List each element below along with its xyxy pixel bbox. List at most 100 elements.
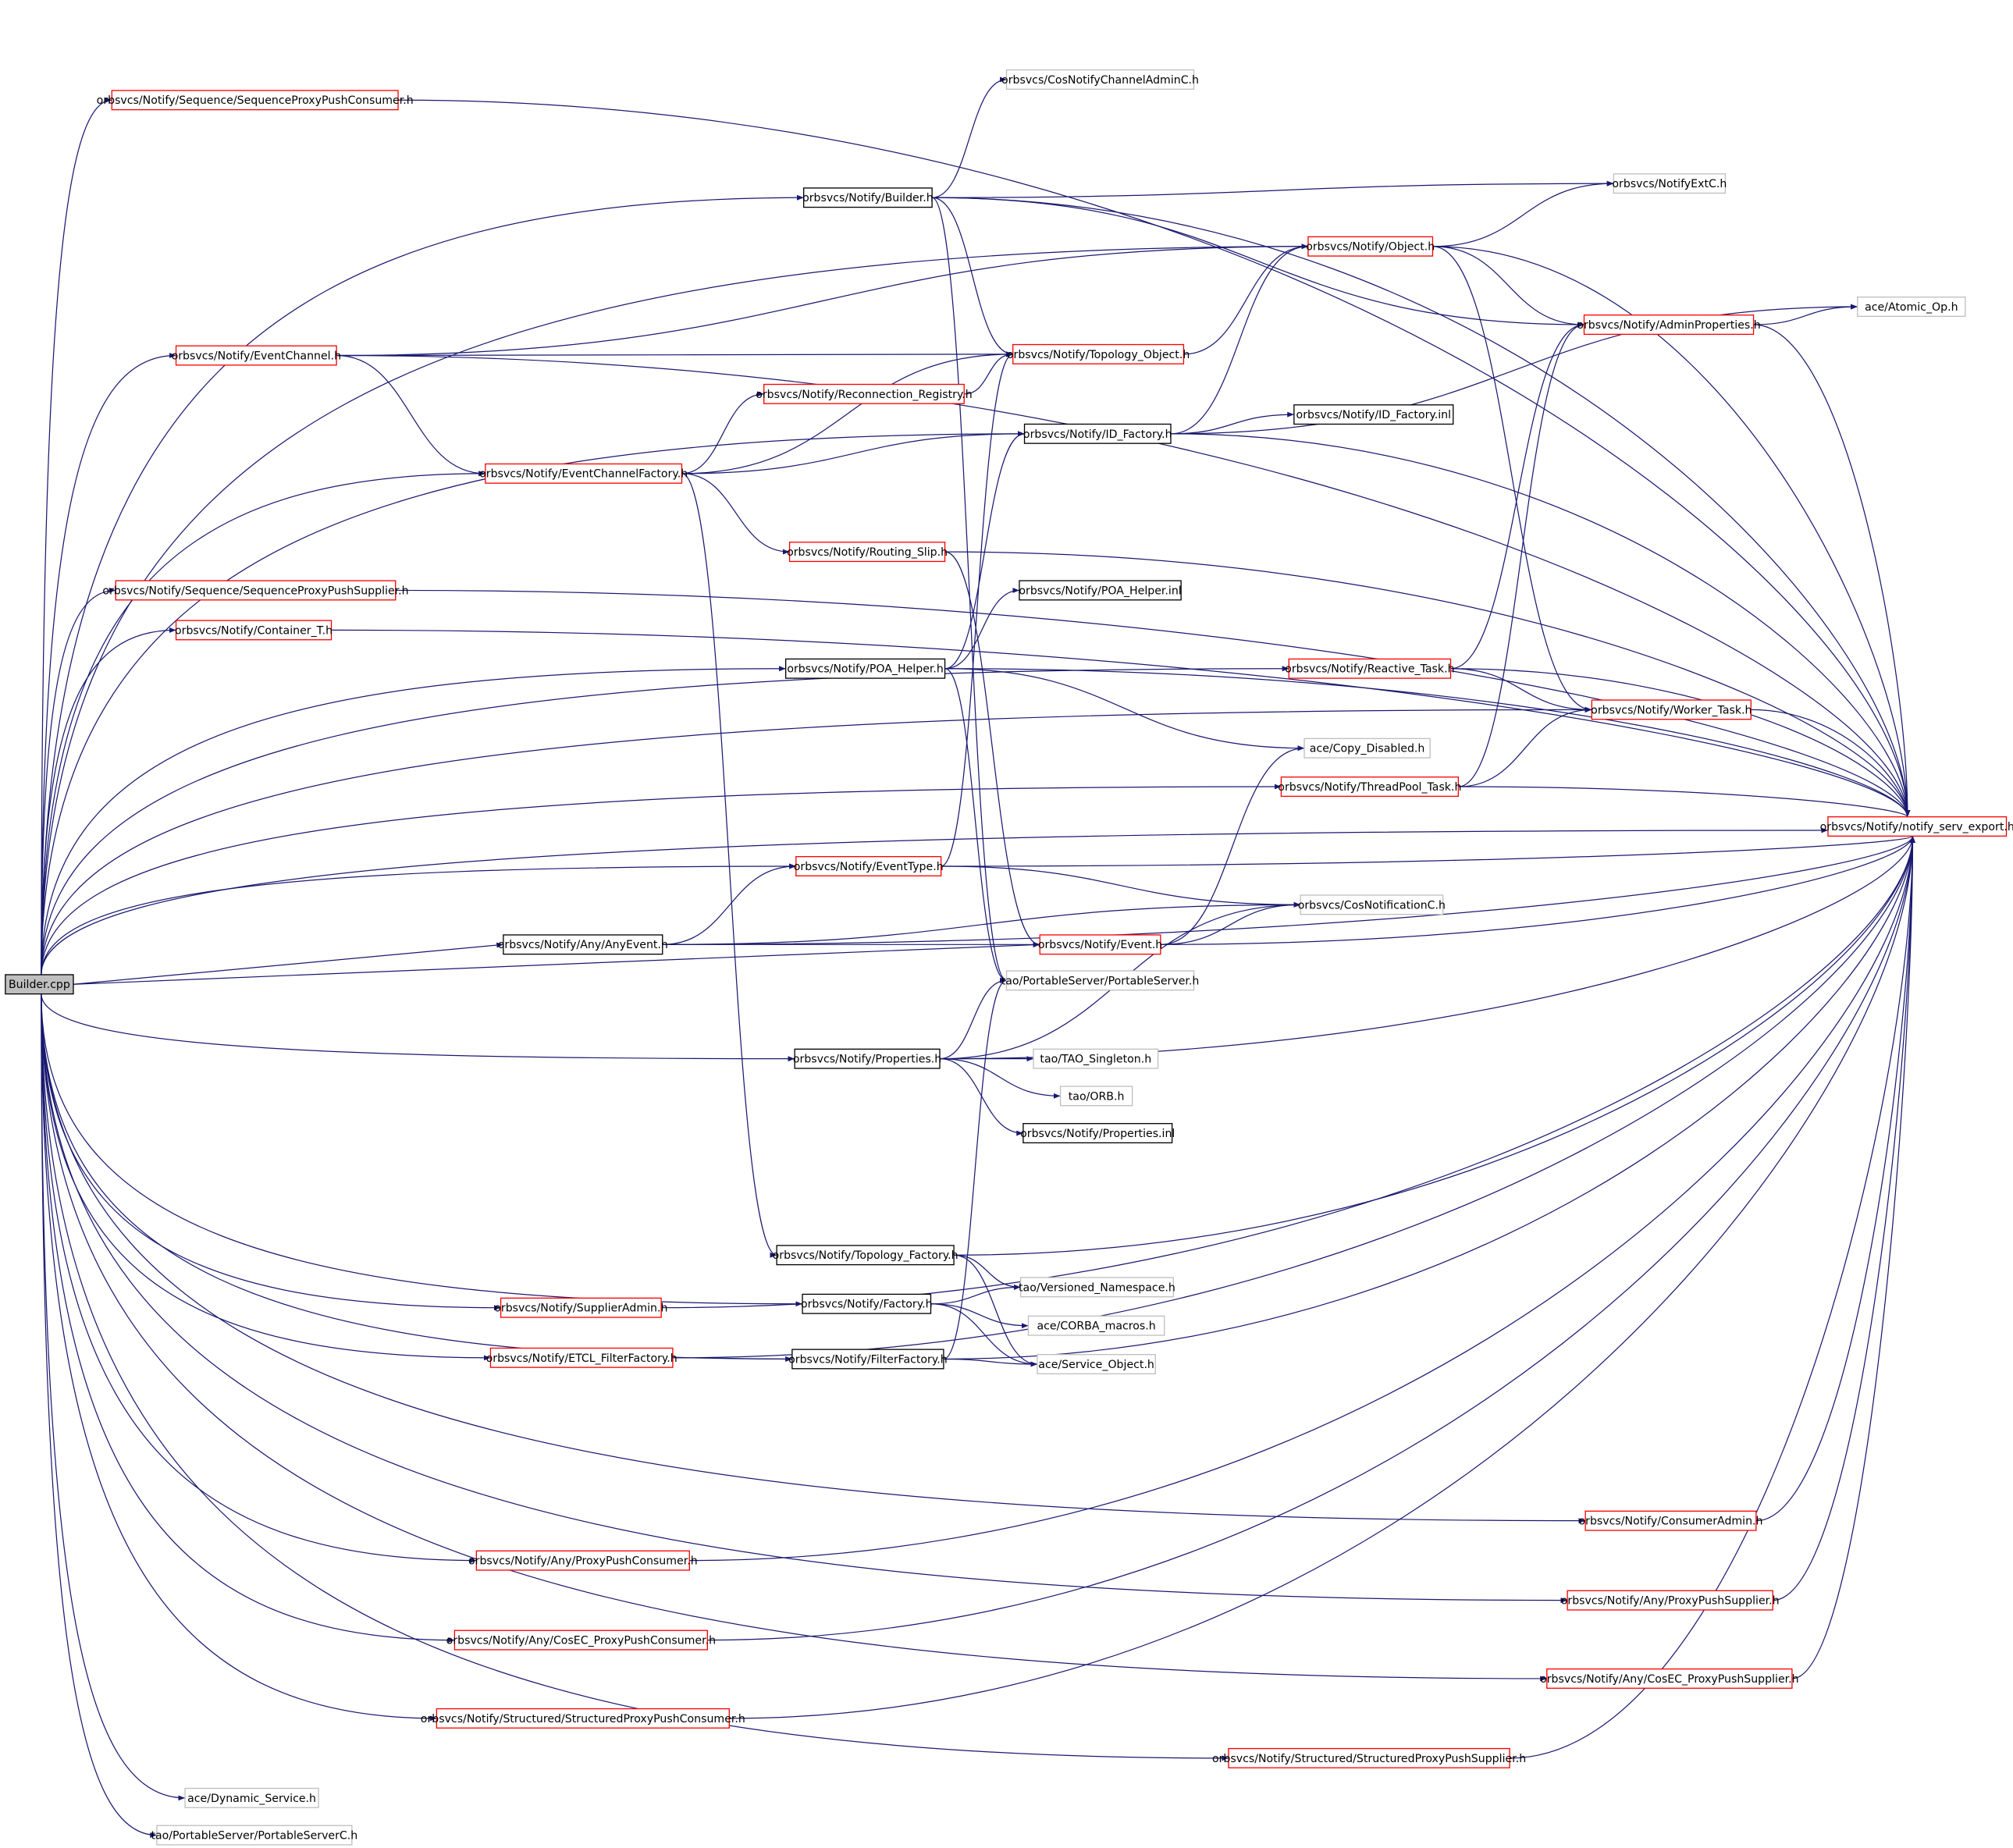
edge-anyevent-to-export xyxy=(662,836,1915,945)
node-seqpps[interactable]: orbsvcs/Notify/Sequence/SequenceProxyPus… xyxy=(102,580,409,601)
node-notifyext[interactable]: orbsvcs/NotifyExtC.h xyxy=(1612,173,1727,194)
node-corbamacros[interactable]: ace/CORBA_macros.h xyxy=(1027,1315,1165,1336)
node-dynservice[interactable]: ace/Dynamic_Service.h xyxy=(184,1787,319,1808)
edge-adminprops-to-export xyxy=(1753,324,1911,817)
node-properties[interactable]: orbsvcs/Notify/Properties.h xyxy=(793,1048,941,1069)
edge-eventchannel-to-topoobj xyxy=(336,351,1013,357)
node-anypps[interactable]: orbsvcs/Notify/Any/ProxyPushSupplier.h xyxy=(1561,1590,1780,1611)
node-box xyxy=(184,1787,319,1808)
edge-poahelper-to-portserver xyxy=(944,668,1007,983)
node-label: orbsvcs/Notify/Any/CosEC_ProxyPushSuppli… xyxy=(1540,1673,1799,1686)
node-atomic[interactable]: ace/Atomic_Op.h xyxy=(1857,297,1966,318)
node-label: orbsvcs/Notify/ConsumerAdmin.h xyxy=(1578,1516,1762,1528)
node-seqppc[interactable]: orbsvcs/Notify/Sequence/SequenceProxyPus… xyxy=(97,90,414,111)
node-copydis[interactable]: ace/Copy_Disabled.h xyxy=(1303,737,1431,759)
node-cnca[interactable]: orbsvcs/CosNotifyChannelAdminC.h xyxy=(1001,69,1199,90)
edge-object-to-notifyext xyxy=(1432,180,1614,247)
node-conadmin[interactable]: orbsvcs/Notify/ConsumerAdmin.h xyxy=(1578,1510,1763,1531)
node-label: orbsvcs/Notify/Structured/StructuredProx… xyxy=(1212,1753,1526,1765)
edge-root-to-reactive xyxy=(41,666,1289,975)
node-poainl[interactable]: orbsvcs/Notify/POA_Helper.inl xyxy=(1019,580,1182,601)
node-threadpool[interactable]: orbsvcs/Notify/ThreadPool_Task.h xyxy=(1278,777,1461,798)
node-cosnotif[interactable]: orbsvcs/CosNotificationC.h xyxy=(1298,894,1446,915)
node-label: ace/Service_Object.h xyxy=(1038,1359,1154,1371)
node-label: orbsvcs/Notify/Object.h xyxy=(1306,241,1435,254)
edge-root-to-export xyxy=(41,827,1828,975)
node-topofactory[interactable]: orbsvcs/Notify/Topology_Factory.h xyxy=(773,1245,958,1266)
node-strppc[interactable]: orbsvcs/Notify/Structured/StructuredProx… xyxy=(421,1708,745,1729)
node-object[interactable]: orbsvcs/Notify/Object.h xyxy=(1306,236,1435,257)
node-adminprops[interactable]: orbsvcs/Notify/AdminProperties.h xyxy=(1577,315,1761,336)
node-strpps[interactable]: orbsvcs/Notify/Structured/StructuredProx… xyxy=(1212,1747,1526,1768)
node-box xyxy=(1288,658,1452,679)
node-box xyxy=(784,658,946,679)
node-box xyxy=(1300,894,1444,915)
node-routing[interactable]: orbsvcs/Notify/Routing_Slip.h xyxy=(787,542,948,563)
node-anyppc[interactable]: orbsvcs/Notify/Any/ProxyPushConsumer.h xyxy=(468,1550,698,1571)
node-topoobj[interactable]: orbsvcs/Notify/Topology_Object.h xyxy=(1007,343,1190,364)
node-supadmin[interactable]: orbsvcs/Notify/SupplierAdmin.h xyxy=(494,1297,667,1318)
node-export[interactable]: orbsvcs/Notify/notify_serv_export.h xyxy=(1820,816,2013,837)
node-box xyxy=(795,856,942,876)
edge-builderh-to-export xyxy=(932,197,1911,817)
node-worker[interactable]: orbsvcs/Notify/Worker_Task.h xyxy=(1591,699,1752,720)
edge-reactive-to-export xyxy=(1450,668,1911,817)
node-cosecppc[interactable]: orbsvcs/Notify/Any/CosEC_ProxyPushConsum… xyxy=(446,1629,716,1651)
node-box xyxy=(1303,737,1431,759)
node-box xyxy=(1019,580,1182,601)
node-reactive[interactable]: orbsvcs/Notify/Reactive_Task.h xyxy=(1285,658,1455,679)
node-label: orbsvcs/CosNotifyChannelAdminC.h xyxy=(1001,74,1199,87)
node-factory[interactable]: orbsvcs/Notify/Factory.h xyxy=(801,1293,933,1314)
edge-root-to-etcl xyxy=(41,993,491,1361)
node-box xyxy=(1591,699,1752,720)
edge-strpps-to-export xyxy=(1510,836,1915,1759)
edge-root-to-poahelper xyxy=(41,666,786,975)
edge-root-to-event xyxy=(73,942,1040,985)
node-event[interactable]: orbsvcs/Notify/Event.h xyxy=(1038,934,1162,955)
edge-adminprops-to-atomic xyxy=(1753,304,1858,325)
node-label: orbsvcs/Notify/SupplierAdmin.h xyxy=(494,1302,667,1315)
node-filterfactory[interactable]: orbsvcs/Notify/FilterFactory.h xyxy=(788,1349,948,1370)
edge-supadmin-to-export xyxy=(661,836,1915,1309)
node-box xyxy=(1857,297,1966,318)
node-label: orbsvcs/Notify/Any/ProxyPushConsumer.h xyxy=(468,1555,698,1568)
node-box xyxy=(1005,69,1195,90)
node-serviceobj[interactable]: ace/Service_Object.h xyxy=(1037,1354,1156,1375)
edge-ecfactory-to-reconn xyxy=(681,391,764,474)
node-etcl[interactable]: orbsvcs/Notify/ETCL_FilterFactory.h xyxy=(486,1347,678,1368)
node-eventtype[interactable]: orbsvcs/Notify/EventType.h xyxy=(794,856,944,876)
node-label: orbsvcs/Notify/Topology_Object.h xyxy=(1007,349,1190,361)
node-psc[interactable]: tao/PortableServer/PortableServerC.h xyxy=(151,1825,357,1846)
edge-etcl-to-export xyxy=(672,836,1915,1359)
node-container[interactable]: orbsvcs/Notify/Container_T.h xyxy=(175,620,333,641)
node-singleton[interactable]: tao/TAO_Singleton.h xyxy=(1033,1048,1159,1069)
edge-idfactory-to-idfactoryinl xyxy=(1170,411,1294,435)
node-cosecpps[interactable]: orbsvcs/Notify/Any/CosEC_ProxyPushSuppli… xyxy=(1540,1668,1799,1689)
edge-ecfactory-to-idfactory xyxy=(681,431,1025,474)
node-versioned[interactable]: tao/Versioned_Namespace.h xyxy=(1019,1277,1175,1298)
node-idfactory[interactable]: orbsvcs/Notify/ID_Factory.h xyxy=(1023,423,1172,444)
node-builderh[interactable]: orbsvcs/Notify/Builder.h xyxy=(802,187,934,208)
edge-eventchannel-to-ecfactory xyxy=(336,354,485,477)
node-propinl[interactable]: orbsvcs/Notify/Properties.inl xyxy=(1020,1123,1175,1144)
node-anyevent[interactable]: orbsvcs/Notify/Any/AnyEvent.h xyxy=(498,934,668,955)
edge-root-to-seqppc xyxy=(41,97,112,975)
node-label: Builder.cpp xyxy=(9,979,70,991)
node-idfactoryinl[interactable]: orbsvcs/Notify/ID_Factory.inl xyxy=(1293,404,1454,425)
node-label: orbsvcs/Notify/notify_serv_export.h xyxy=(1820,821,2013,833)
node-ecfactory[interactable]: orbsvcs/Notify/EventChannelFactory.h xyxy=(479,463,688,484)
edge-object-to-adminprops xyxy=(1432,246,1584,328)
node-label: orbsvcs/Notify/Topology_Factory.h xyxy=(773,1249,958,1262)
node-orb[interactable]: tao/ORB.h xyxy=(1059,1086,1133,1107)
node-eventchannel[interactable]: orbsvcs/Notify/EventChannel.h xyxy=(172,345,341,366)
node-portserver[interactable]: tao/PortableServer/PortableServer.h xyxy=(1001,970,1200,991)
edge-cosecppc-to-export xyxy=(707,836,1915,1641)
edge-eventchannel-to-object xyxy=(336,243,1308,357)
node-label: orbsvcs/Notify/EventChannelFactory.h xyxy=(479,468,688,481)
node-box xyxy=(1037,1354,1156,1375)
node-poahelper[interactable]: orbsvcs/Notify/POA_Helper.h xyxy=(784,658,946,679)
node-root[interactable]: Builder.cpp xyxy=(5,974,74,995)
node-label: orbsvcs/Notify/Structured/StructuredProx… xyxy=(421,1713,745,1725)
edge-root-to-cosecpps xyxy=(41,993,1547,1682)
node-reconn[interactable]: orbsvcs/Notify/Reconnection_Registry.h xyxy=(756,383,973,404)
